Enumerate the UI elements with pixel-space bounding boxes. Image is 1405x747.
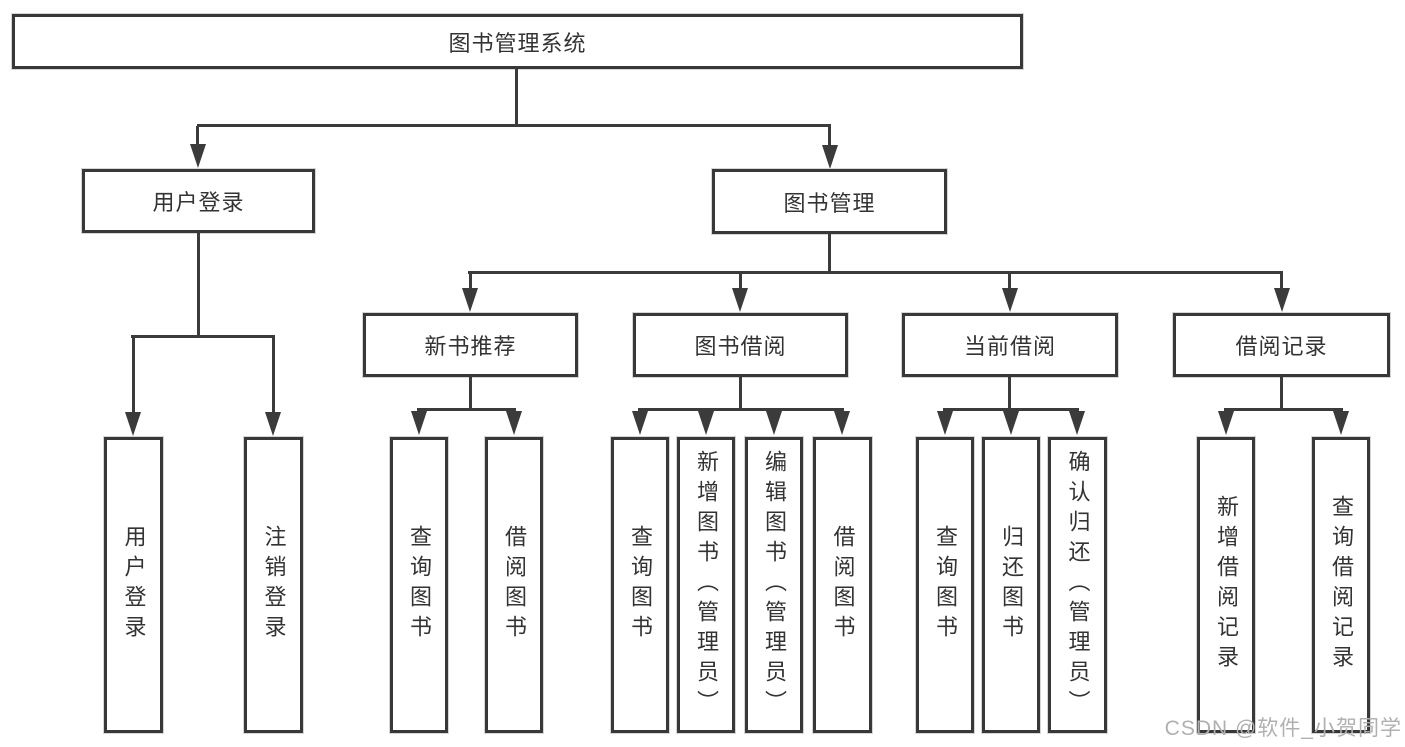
leaf-label: 查询图书: [628, 525, 653, 645]
arrow-bookborrow-leaf-3: [766, 411, 782, 435]
leaf-label: 注销登录: [261, 525, 287, 645]
connector-root-hbar: [197, 124, 831, 127]
leaf-label: 新增图书（管理员）: [694, 450, 719, 720]
connector-bookmgmt-vline: [828, 234, 831, 273]
csdn-watermark: CSDN @软件_小贺同学: [1164, 717, 1402, 740]
leaf-user-login: 用户登录: [104, 437, 163, 733]
arrow-to-new-book-recommend: [462, 288, 478, 312]
leaf-label: 查询图书: [933, 525, 958, 645]
leaf-logout: 注销登录: [244, 437, 303, 733]
connector-userlogin-vline: [197, 233, 200, 337]
arrow-bookborrow-leaf-1: [632, 411, 648, 435]
connector-bookmgmt-stem-1: [469, 274, 472, 288]
leaf-current-return-books: 归还图书: [982, 437, 1040, 733]
connector-newbook-hbar: [417, 408, 516, 411]
connector-currentborrow-hbar: [943, 408, 1079, 411]
arrow-newbook-leaf-2: [506, 411, 522, 435]
leaf-label: 新增借阅记录: [1214, 495, 1239, 675]
connector-currentborrow-vline: [1008, 377, 1011, 410]
connector-root-vline: [515, 69, 518, 126]
arrow-currentborrow-leaf-3: [1069, 411, 1085, 435]
node-label: 借阅记录: [1235, 334, 1328, 359]
connector-bookmgmt-stem-4: [1280, 274, 1283, 288]
node-book-borrow: 图书借阅: [633, 313, 848, 377]
leaf-borrow-borrow-books: 借阅图书: [813, 437, 872, 733]
arrow-to-leaf-user-login: [125, 412, 141, 436]
connector-userlogin-hbar: [131, 335, 275, 338]
leaf-newbook-query-books: 查询图书: [390, 437, 448, 733]
arrow-bookborrow-leaf-4: [834, 411, 850, 435]
leaf-label: 用户登录: [121, 525, 147, 645]
leaf-label: 归还图书: [999, 525, 1024, 645]
connector-root-stem-right: [828, 126, 831, 146]
leaf-label: 查询图书: [407, 525, 432, 645]
connector-bookmgmt-hbar: [468, 271, 1283, 274]
leaf-label: 查询借阅记录: [1329, 495, 1354, 675]
arrow-records-leaf-2: [1333, 411, 1349, 435]
arrow-to-leaf-logout: [265, 412, 281, 436]
connector-bookborrow-vline: [739, 377, 742, 410]
leaf-label: 借阅图书: [830, 525, 856, 645]
leaf-borrow-query-books: 查询图书: [611, 437, 669, 733]
connector-newbook-vline: [469, 377, 472, 410]
leaf-current-query-books: 查询图书: [916, 437, 974, 733]
node-label: 图书借阅: [694, 334, 787, 359]
node-library-system: 图书管理系统: [12, 14, 1023, 69]
node-label: 当前借阅: [963, 334, 1056, 359]
leaf-records-add-record: 新增借阅记录: [1197, 437, 1255, 733]
node-label: 图书管理系统: [448, 30, 587, 56]
leaf-current-confirm-return-admin: 确认归还（管理员）: [1048, 437, 1107, 733]
leaf-label: 编辑图书（管理员）: [762, 450, 787, 720]
connector-records-hbar: [1224, 408, 1343, 411]
arrow-to-borrow-records: [1274, 288, 1290, 312]
connector-bookborrow-hbar: [638, 408, 844, 411]
connector-userlogin-stem-right: [272, 337, 275, 413]
node-new-book-recommend: 新书推荐: [363, 313, 578, 377]
node-borrow-records: 借阅记录: [1173, 313, 1390, 377]
arrow-to-current-borrow: [1002, 288, 1018, 312]
arrow-currentborrow-leaf-1: [937, 411, 953, 435]
arrow-to-book-borrow: [732, 288, 748, 312]
connector-records-vline: [1280, 377, 1283, 410]
arrow-records-leaf-1: [1218, 411, 1234, 435]
arrow-currentborrow-leaf-2: [1003, 411, 1019, 435]
arrow-to-book-management: [822, 145, 838, 169]
leaf-label: 借阅图书: [502, 525, 527, 645]
arrow-to-user-login: [190, 144, 206, 168]
leaf-borrow-add-books-admin: 新增图书（管理员）: [677, 437, 735, 733]
node-book-management: 图书管理: [712, 169, 947, 234]
leaf-records-query-record: 查询借阅记录: [1312, 437, 1370, 733]
leaf-newbook-borrow-books: 借阅图书: [485, 437, 543, 733]
node-current-borrow: 当前借阅: [902, 313, 1118, 377]
leaf-borrow-edit-books-admin: 编辑图书（管理员）: [745, 437, 803, 733]
node-label: 新书推荐: [424, 334, 517, 359]
node-label: 用户登录: [152, 190, 245, 215]
node-label: 图书管理: [783, 190, 876, 216]
connector-bookmgmt-stem-2: [739, 274, 742, 288]
connector-root-stem-left: [196, 126, 199, 146]
arrow-newbook-leaf-1: [411, 411, 427, 435]
arrow-bookborrow-leaf-2: [698, 411, 714, 435]
connector-userlogin-stem-left: [132, 337, 135, 413]
connector-bookmgmt-stem-3: [1008, 274, 1011, 288]
leaf-label: 确认归还（管理员）: [1065, 450, 1091, 720]
node-user-login: 用户登录: [82, 169, 315, 233]
